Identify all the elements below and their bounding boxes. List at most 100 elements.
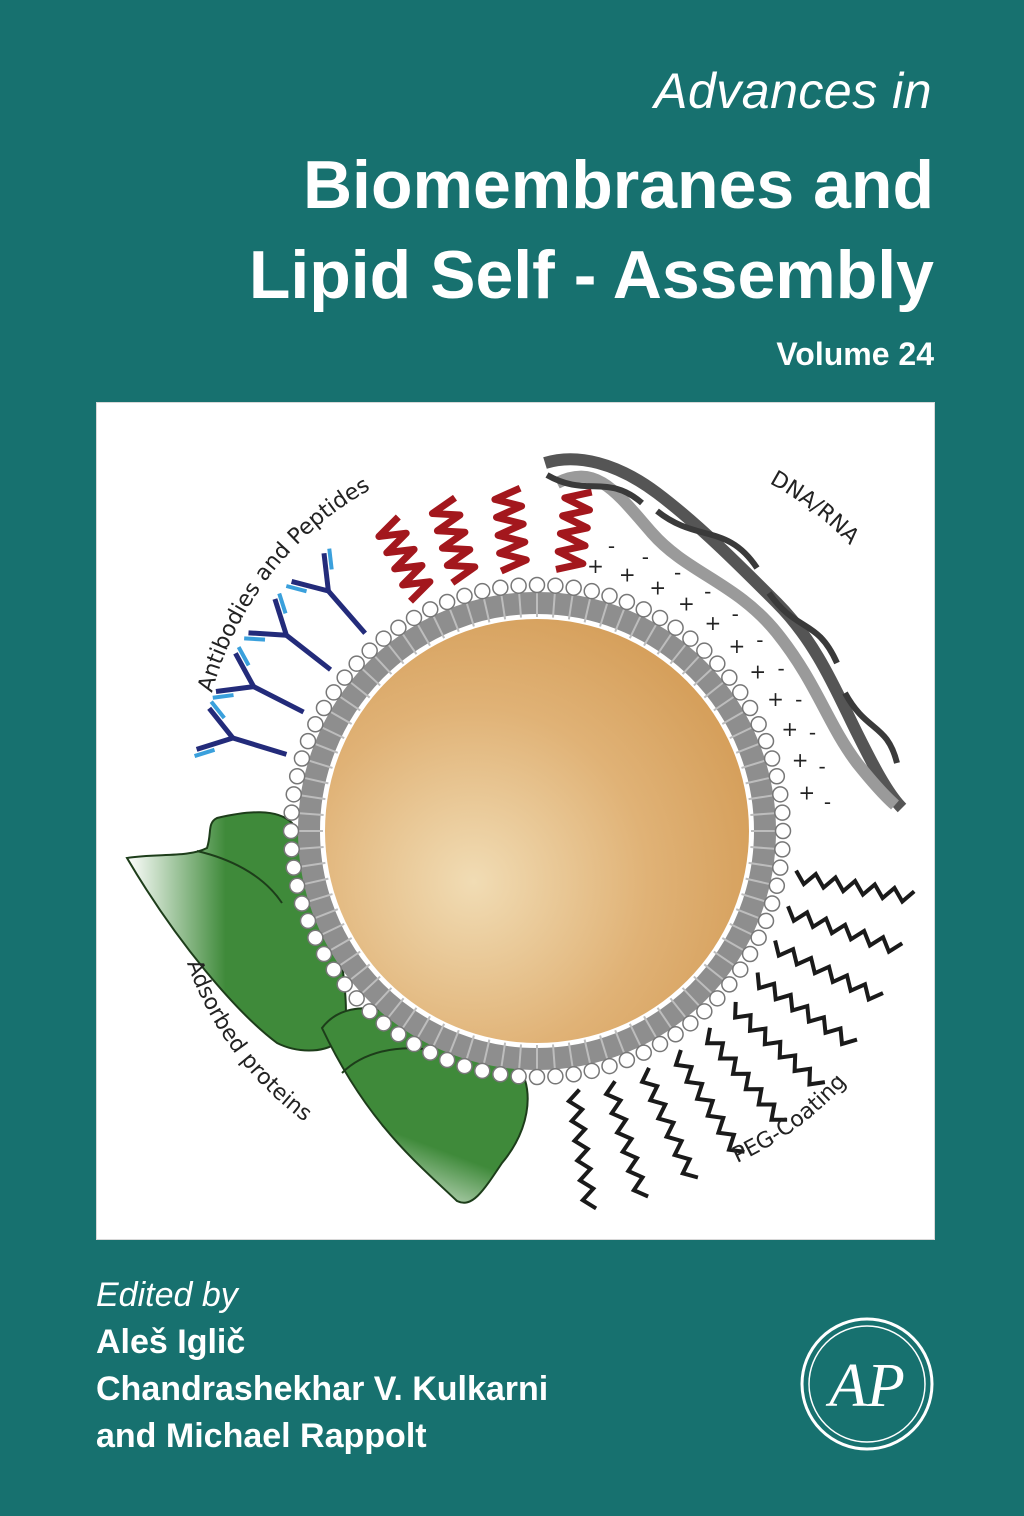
- lipid-head: [772, 786, 789, 803]
- lipid-head: [348, 990, 365, 1007]
- positive-charge: +: [798, 780, 815, 804]
- lipid-head: [307, 929, 324, 946]
- volume-number: Volume 24: [776, 336, 934, 372]
- negative-charge: -: [608, 534, 615, 558]
- negative-charge: -: [795, 687, 802, 711]
- lipid-head: [601, 1057, 618, 1075]
- positive-charge: +: [767, 687, 784, 711]
- lipid-head: [696, 642, 713, 659]
- lipid-head: [293, 750, 311, 767]
- lipid-head: [667, 619, 684, 636]
- lipid-head: [547, 1068, 564, 1085]
- lipid-head: [283, 804, 300, 821]
- lipid-head: [336, 976, 353, 993]
- lipid-head: [325, 684, 342, 701]
- negative-charge: -: [756, 628, 763, 652]
- lipid-head: [768, 768, 786, 785]
- lipid-head: [510, 1068, 527, 1085]
- lipid-head: [336, 669, 353, 686]
- lipid-head: [741, 945, 759, 963]
- peptide-chain: [554, 488, 593, 573]
- positive-charge: +: [749, 659, 766, 683]
- publisher-logo-text: AP: [825, 1352, 905, 1420]
- lipid-head: [601, 587, 618, 605]
- lipid-head: [315, 699, 333, 717]
- peg-chain: [794, 869, 916, 905]
- lipid-head: [774, 822, 792, 840]
- lipid-head: [750, 929, 767, 946]
- lipid-head: [768, 877, 786, 894]
- negative-charge: -: [642, 545, 649, 569]
- peg-chain: [565, 1088, 598, 1211]
- lipid-head: [757, 912, 775, 930]
- lipid-head: [422, 1044, 439, 1061]
- lipid-head: [565, 1066, 582, 1083]
- lipid-head: [732, 684, 749, 701]
- book-title-line-1: Biomembranes and: [302, 147, 934, 223]
- lipid-head: [635, 1044, 652, 1061]
- lipid-head: [741, 699, 759, 717]
- series-title: Advances in: [654, 63, 932, 119]
- lipid-head: [757, 732, 775, 750]
- lipid-head: [510, 577, 527, 594]
- antibody: [212, 646, 305, 715]
- lipid-head: [361, 642, 378, 659]
- peg-chain: [639, 1067, 699, 1180]
- lipid-head: [422, 601, 439, 618]
- lipid-head: [375, 630, 392, 647]
- lipid-head: [288, 877, 306, 894]
- label-dna-rna: DNA/RNA: [766, 466, 864, 549]
- lipid-head: [709, 655, 726, 672]
- lipid-head: [772, 859, 789, 876]
- lipid-head: [763, 895, 781, 912]
- lipid-head: [774, 841, 791, 858]
- lipid-head: [293, 895, 311, 912]
- dna-helix: [543, 453, 907, 813]
- book-title: Biomembranes and Lipid Self - Assembly: [114, 140, 934, 320]
- lipid-head: [528, 1068, 546, 1086]
- lipid-head: [618, 1051, 636, 1069]
- lipid-head: [682, 1015, 699, 1032]
- lipid-head: [547, 577, 564, 594]
- lipid-head: [528, 576, 546, 594]
- lipid-head: [438, 593, 456, 611]
- lipid-head: [474, 582, 491, 600]
- svg-text:DNA/RNA: DNA/RNA: [766, 466, 864, 549]
- book-title-line-2: Lipid Self - Assembly: [248, 237, 934, 313]
- lipid-head: [763, 750, 781, 767]
- peg-chain: [704, 1027, 788, 1122]
- lipid-head: [299, 732, 317, 750]
- lipid-head: [283, 841, 300, 858]
- lipid-head: [583, 1062, 600, 1080]
- negative-charge: -: [809, 720, 816, 744]
- lipid-head: [405, 1035, 423, 1053]
- negative-charge: -: [778, 656, 785, 680]
- lipid-head: [348, 655, 365, 672]
- lipid-head: [315, 945, 333, 963]
- positive-charge: +: [728, 634, 745, 658]
- peg-chain: [773, 940, 884, 1003]
- peptide-chain: [375, 514, 434, 604]
- positive-charge: +: [619, 563, 636, 587]
- positive-charge: +: [792, 748, 809, 772]
- lipid-head: [375, 1015, 392, 1032]
- nanoparticle-core: [325, 619, 749, 1043]
- lipid-head: [474, 1062, 491, 1080]
- lipid-head: [721, 669, 738, 686]
- editor-name-3: and Michael Rappolt: [96, 1417, 427, 1455]
- lipid-head: [492, 1066, 509, 1083]
- editor-name-1: Aleš Iglič: [96, 1323, 246, 1361]
- peg-chain: [786, 905, 904, 955]
- academic-press-logo-icon: AP: [800, 1317, 934, 1451]
- cover-illustration: +-+-+-+-+-+-+-+-+-+-+- Antibodies and Pe…: [96, 402, 935, 1240]
- positive-charge: +: [781, 717, 798, 741]
- lipid-head: [651, 1035, 669, 1053]
- lipid-head: [307, 716, 324, 733]
- lipid-head: [288, 768, 306, 785]
- label-antibodies-peptides: Antibodies and Peptides: [194, 473, 374, 695]
- editor-name-2: Chandrashekhar V. Kulkarni: [96, 1370, 549, 1408]
- negative-charge: -: [824, 790, 831, 814]
- lipid-head: [285, 786, 302, 803]
- lipid-head: [651, 609, 669, 627]
- edited-by-label: Edited by: [96, 1276, 238, 1314]
